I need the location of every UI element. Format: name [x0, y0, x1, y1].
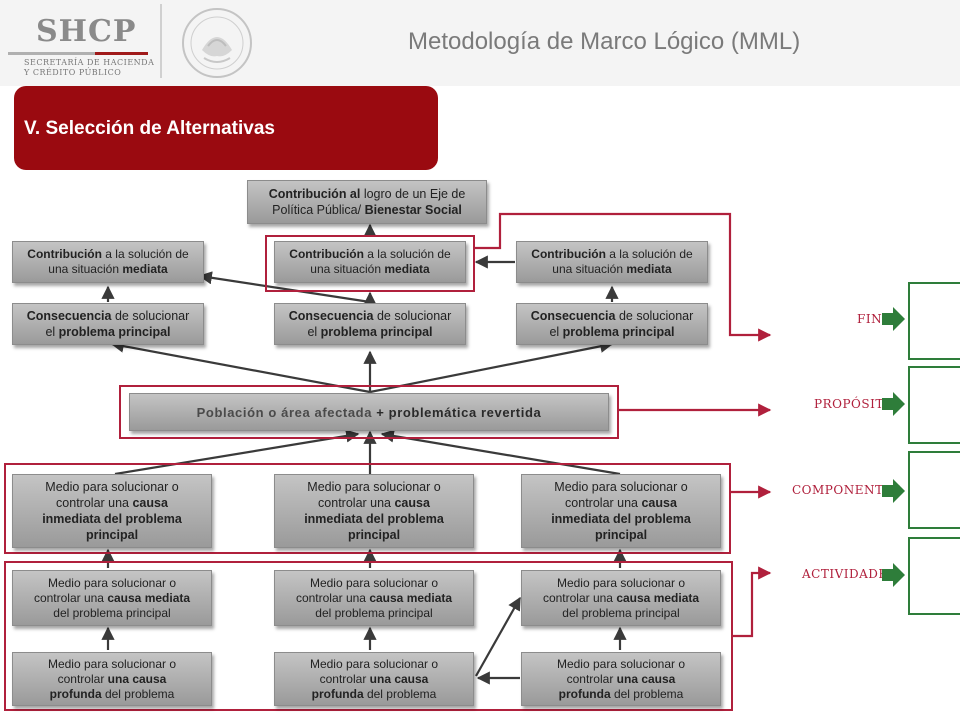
arrow-deep-mid-medright	[475, 596, 521, 677]
box-eje-politica: Contribución al logro de un Eje de Polít…	[247, 180, 487, 224]
red-arrow-actividades	[733, 566, 772, 638]
logo-title: SHCP	[36, 14, 137, 49]
mml-label-fin: FIN	[857, 312, 883, 326]
frame-proposito	[119, 385, 619, 439]
mml-box-proposito	[908, 366, 960, 444]
logo-subtitle-1: SECRETARÍA DE HACIENDA	[24, 58, 155, 67]
mml-box-actividades	[908, 537, 960, 615]
green-arrow-actividades-icon	[882, 563, 905, 587]
box-contribucion-center: Contribución a la solución de una situac…	[274, 241, 466, 283]
shcp-logo: SHCP SECRETARÍA DE HACIENDA Y CRÉDITO PÚ…	[8, 14, 158, 78]
mml-box-fin	[908, 282, 960, 360]
section-title: V. Selección de Alternativas	[24, 118, 275, 139]
page-title: Metodología de Marco Lógico (MML)	[408, 28, 801, 55]
frame-fin	[265, 235, 475, 292]
green-arrow-componentes-icon	[882, 479, 905, 503]
arrow-pop-conseq-right	[369, 339, 614, 394]
box-consecuencia-right: Consecuencia de solucionar el problema p…	[516, 303, 708, 345]
box-causa-inmediata-left: Medio para solucionar o controlar una ca…	[12, 474, 212, 548]
arrow-pop-conseq-left	[110, 339, 371, 394]
green-arrow-proposito-icon	[882, 392, 905, 416]
frame-componentes	[4, 463, 731, 554]
box-causa-inmediata-center: Medio para solucionar o controlar una ca…	[274, 474, 474, 548]
national-seal-icon	[182, 8, 252, 78]
box-contribucion-left: Contribución a la solución de una situac…	[12, 241, 204, 283]
green-arrow-fin-icon	[882, 307, 905, 331]
box-causa-inmediata-right: Medio para solucionar o controlar una ca…	[521, 474, 721, 548]
red-arrow-fin	[474, 212, 772, 342]
box-causa-mediata-right: Medio para solucionar o controlar una ca…	[521, 570, 721, 626]
mml-label-proposito: PROPÓSITO	[814, 397, 895, 411]
arrow-contrib-diagonal	[198, 271, 371, 304]
logo-subtitle-2: Y CRÉDITO PÚBLICO	[24, 68, 122, 77]
box-poblacion: Población o área afectada + problemática…	[129, 393, 609, 431]
mml-label-actividades: ACTIVIDADES	[802, 567, 897, 581]
frame-actividades	[4, 561, 733, 711]
arrow-imm-left-pop	[114, 429, 360, 476]
mml-box-componentes	[908, 451, 960, 529]
box-causa-profunda-right: Medio para solucionar o controlar una ca…	[521, 652, 721, 706]
box-consecuencia-left: Consecuencia de solucionar el problema p…	[12, 303, 204, 345]
box-causa-profunda-center: Medio para solucionar o controlar una ca…	[274, 652, 474, 706]
box-causa-mediata-center: Medio para solucionar o controlar una ca…	[274, 570, 474, 626]
logo-bar	[8, 52, 148, 55]
box-causa-mediata-left: Medio para solucionar o controlar una ca…	[12, 570, 212, 626]
box-consecuencia-center: Consecuencia de solucionar el problema p…	[274, 303, 466, 345]
arrow-imm-right-pop	[380, 429, 621, 476]
section-banner: V. Selección de Alternativas	[14, 86, 438, 170]
logo-separator	[160, 4, 162, 78]
mml-label-componentes: COMPONENTES	[792, 483, 902, 497]
box-contribucion-right: Contribución a la solución de una situac…	[516, 241, 708, 283]
box-causa-profunda-left: Medio para solucionar o controlar una ca…	[12, 652, 212, 706]
header-bar: SHCP SECRETARÍA DE HACIENDA Y CRÉDITO PÚ…	[0, 0, 960, 86]
